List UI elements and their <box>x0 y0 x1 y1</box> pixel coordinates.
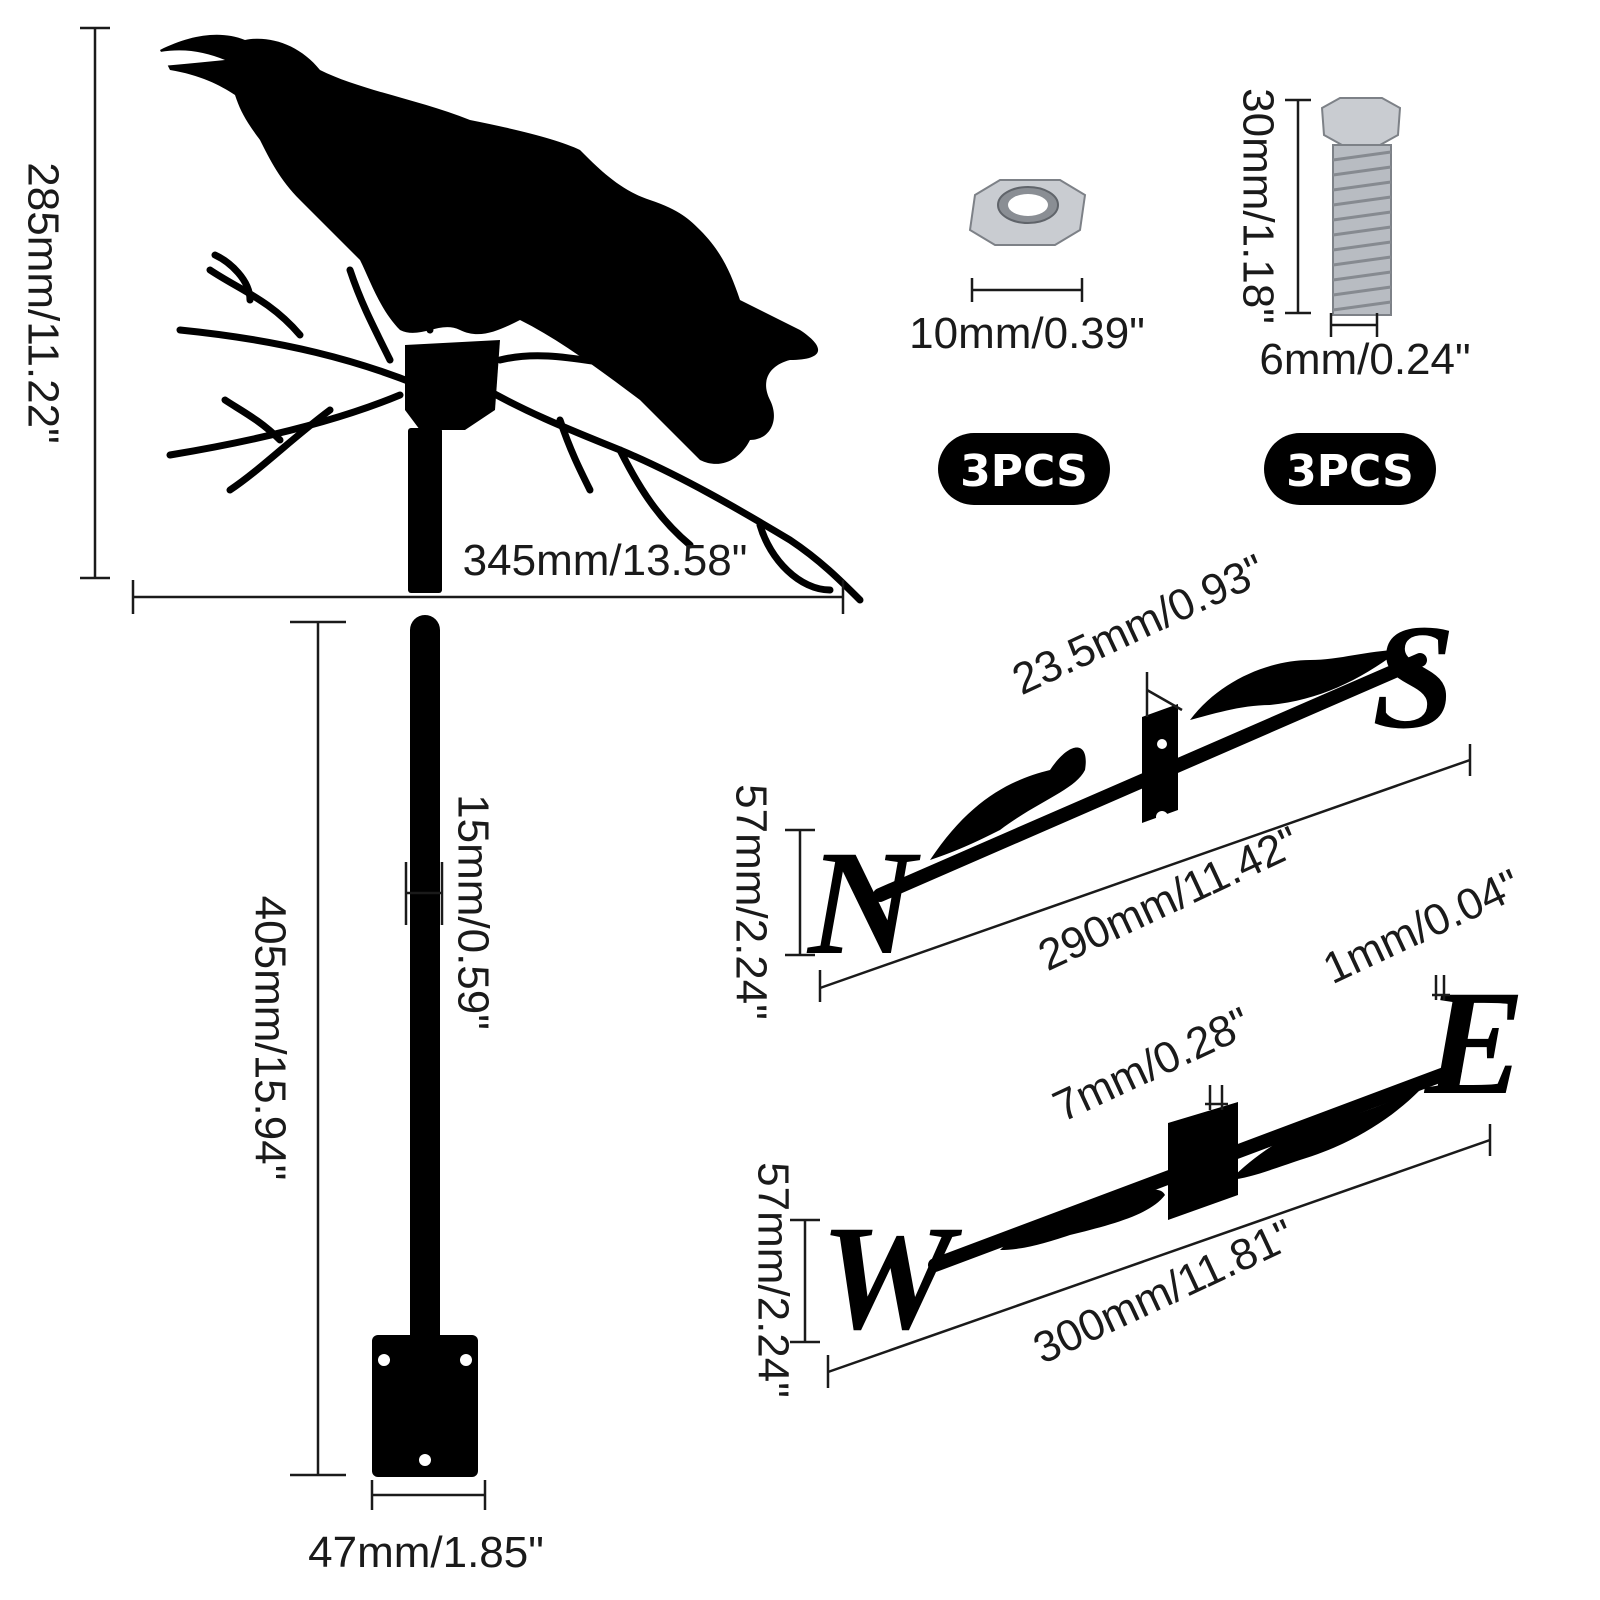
bolt-length-label: 30mm/1.18" <box>1233 88 1282 324</box>
pole-base-plate <box>372 1335 478 1477</box>
hex-nut: 10mm/0.39" 3PCS <box>909 179 1145 505</box>
raven-width-label: 345mm/13.58" <box>463 536 748 585</box>
we-arm-bracket <box>1168 1102 1238 1220</box>
ns-letter-n: N <box>806 820 921 986</box>
raven-silhouette <box>160 34 819 464</box>
ns-sleeve-label: 23.5mm/0.93" <box>1005 545 1273 705</box>
we-height-label: 57mm/2.24" <box>748 1162 797 1398</box>
raven-beak-gap <box>160 50 225 66</box>
branch-mount-block <box>405 340 500 430</box>
we-arm-scroll-right <box>1230 1090 1420 1180</box>
pole-rod <box>410 615 440 1415</box>
ns-arm-scroll-left <box>930 747 1086 860</box>
we-arm-scroll-left <box>1000 1189 1165 1250</box>
ns-arm-scroll-right <box>1190 650 1400 720</box>
mounting-pole: 405mm/15.94" 15mm/0.59" 47mm/1.85" <box>245 615 544 1577</box>
nut-count-label: 3PCS <box>960 446 1088 497</box>
nut-size-label: 10mm/0.39" <box>909 309 1145 358</box>
pole-base-width-label: 47mm/1.85" <box>308 1528 544 1577</box>
ns-arm-sleeve <box>1142 704 1178 823</box>
bolt-count-label: 3PCS <box>1286 446 1414 497</box>
bolt-count-badge <box>1264 433 1436 505</box>
hex-bolt: 30mm/1.18" 6mm/0.24" 3PCS <box>1233 88 1471 505</box>
pole-diameter-label: 15mm/0.59" <box>448 794 497 1030</box>
we-letter-w: W <box>820 1195 963 1361</box>
raven-height-label: 285mm/11.22" <box>18 162 67 443</box>
ns-letter-s: S <box>1372 594 1455 760</box>
pole-length-label: 405mm/15.94" <box>245 896 294 1181</box>
pole-stub <box>408 428 442 593</box>
west-east-arm: W E 1mm/0.04" 7mm/0.28" 57mm/2.24" 300mm… <box>748 860 1528 1398</box>
bolt-diameter-label: 6mm/0.24" <box>1259 335 1470 384</box>
raven-weathervane-top <box>160 34 864 604</box>
we-letter-e: E <box>1423 960 1525 1126</box>
nut-count-badge <box>938 433 1110 505</box>
raven-width-dimension: 345mm/13.58" <box>131 536 845 614</box>
raven-height-dimension: 285mm/11.22" <box>18 26 110 580</box>
ns-height-label: 57mm/2.24" <box>726 784 775 1020</box>
